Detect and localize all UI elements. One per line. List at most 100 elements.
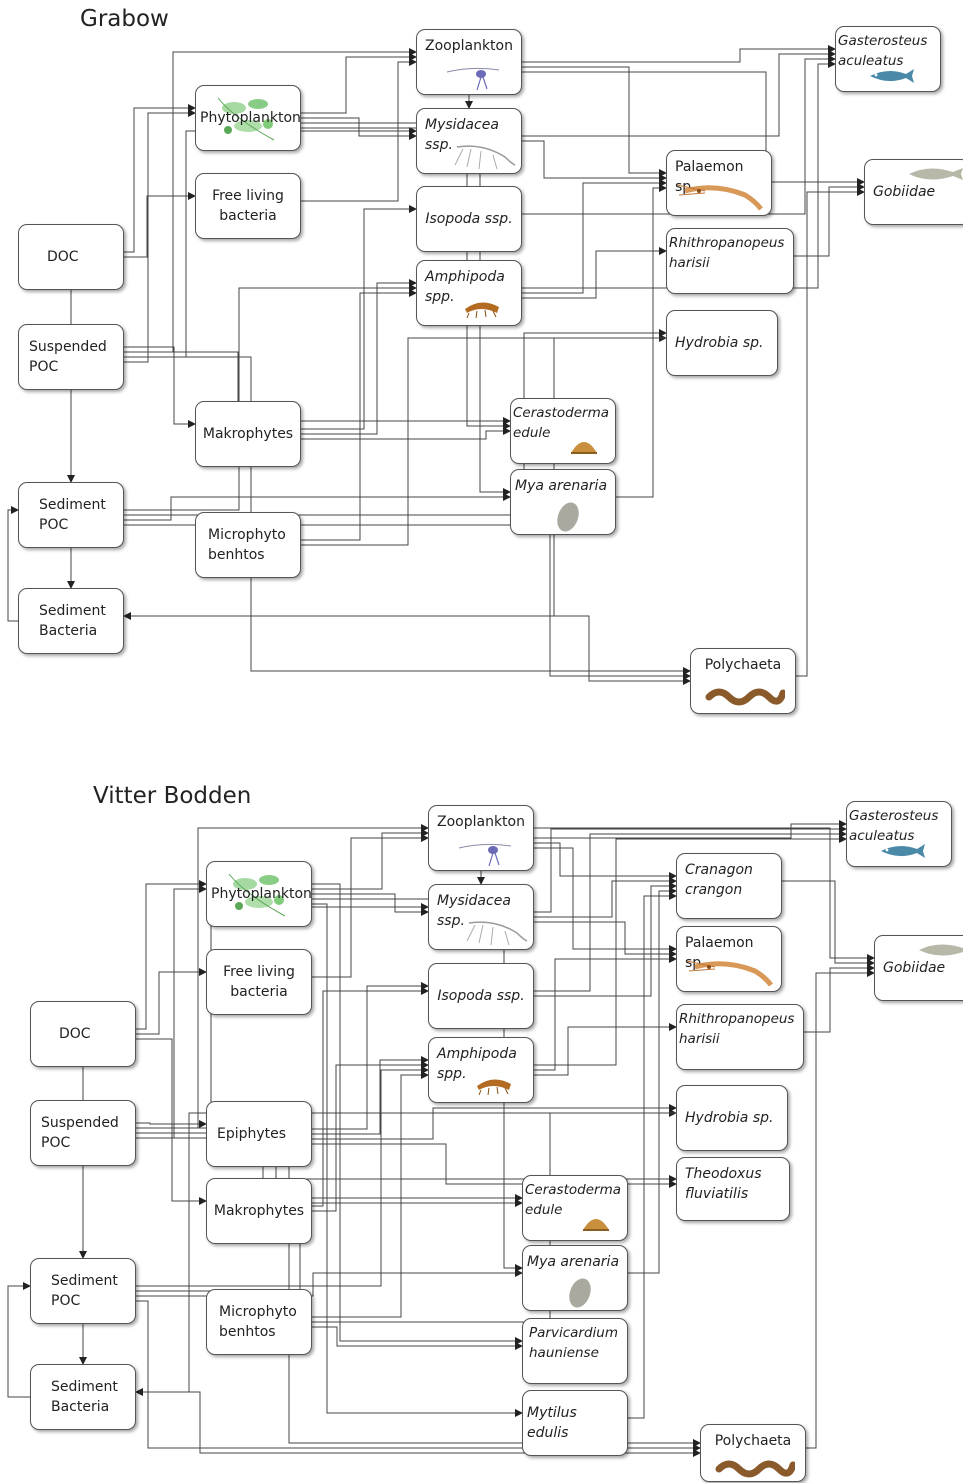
link-isopoda-to-gasterosteus xyxy=(534,830,847,992)
link-sediment_bacteria-to-sediment_poc xyxy=(7,506,19,622)
clam-icon xyxy=(569,1278,591,1308)
node-label: Isopoda ssp. xyxy=(437,988,525,1004)
node-theodoxus[interactable]: Theodoxus fluviatilis xyxy=(676,1157,790,1221)
link-polychaeta-to-gobiidae xyxy=(806,969,875,1449)
node-gobiidae[interactable]: Gobiidae xyxy=(874,935,963,1001)
node-label: Hydrobia sp. xyxy=(685,1110,774,1126)
stickleback-icon xyxy=(870,69,914,83)
node-rhithropanopeus[interactable]: Rhithropanopeus harisii xyxy=(666,228,794,294)
node-microphytobenthos[interactable]: Microphyto benhtos xyxy=(206,1289,312,1355)
node-label: Parvicardium hauniense xyxy=(529,1325,618,1361)
node-mysidacea[interactable]: Mysidacea ssp. xyxy=(416,108,522,174)
node-rhithropanopeus[interactable]: Rhithropanopeus harisii xyxy=(676,1004,804,1070)
node-label: Cranagon crangon xyxy=(685,862,753,898)
link-makrophytes-to-isopoda xyxy=(312,987,429,1207)
goby-icon xyxy=(919,944,963,956)
node-palaemon[interactable]: Palaemon sp. xyxy=(666,150,772,216)
node-gobiidae[interactable]: Gobiidae xyxy=(864,159,963,225)
node-makrophytes[interactable]: Makrophytes xyxy=(195,401,301,467)
node-label: Cerastoderma edule xyxy=(513,405,609,441)
node-gasterosteus[interactable]: Gasterosteus aculeatus xyxy=(835,26,941,92)
node-mytilus[interactable]: Mytilus edulis xyxy=(522,1390,628,1456)
node-sediment-bacteria[interactable]: Sediment Bacteria xyxy=(18,588,124,654)
node-phytoplankton[interactable]: Phytoplankton xyxy=(206,861,312,927)
node-hydrobia[interactable]: Hydrobia sp. xyxy=(666,310,778,376)
link-epiphytes-to-amphipoda xyxy=(312,1056,429,1135)
link-zooplankton-to-gobiidae xyxy=(534,827,875,962)
node-free-living-bacteria[interactable]: Free living bacteria xyxy=(195,173,301,239)
node-label: Amphipoda spp. xyxy=(425,269,505,305)
node-suspended-poc[interactable]: Suspended POC xyxy=(18,324,124,390)
link-free_living_bacteria-to-zooplankton xyxy=(312,834,429,978)
link-suspended_poc-to-makrophytes xyxy=(124,346,196,428)
link-suspended_poc-to-mysidacea xyxy=(124,127,417,358)
link-doc-to-free_living_bacteria xyxy=(124,192,196,258)
node-suspended-poc[interactable]: Suspended POC xyxy=(30,1100,136,1166)
link-amphipoda-to-gasterosteus xyxy=(534,835,847,1066)
node-sediment-bacteria[interactable]: Sediment Bacteria xyxy=(30,1364,136,1430)
node-amphipoda[interactable]: Amphipoda spp. xyxy=(416,260,522,326)
node-isopoda[interactable]: Isopoda ssp. xyxy=(416,186,522,252)
node-zooplankton[interactable]: Zooplankton xyxy=(416,29,522,95)
node-label: Hydrobia sp. xyxy=(675,335,764,351)
node-polychaeta[interactable]: Polychaeta xyxy=(700,1424,806,1482)
link-sediment_poc-to-amphipoda xyxy=(124,284,417,511)
link-zooplankton-to-gobiidae xyxy=(522,71,865,186)
node-sediment-poc[interactable]: Sediment POC xyxy=(30,1258,136,1324)
node-label: Microphyto benhtos xyxy=(219,1304,297,1340)
link-epiphytes-to-isopoda xyxy=(312,982,429,1130)
node-label: DOC xyxy=(47,249,79,265)
node-gasterosteus[interactable]: Gasterosteus aculeatus xyxy=(846,801,952,867)
node-palaemon[interactable]: Palaemon sp. xyxy=(676,926,782,992)
link-microphytobenthos-to-amphipoda xyxy=(301,289,417,541)
node-label: Theodoxus fluviatilis xyxy=(685,1166,762,1202)
node-mya[interactable]: Mya arenaria xyxy=(510,469,616,535)
node-cerastoderma[interactable]: Cerastoderma edule xyxy=(522,1175,628,1241)
shrimp-icon xyxy=(676,184,763,211)
node-crangon[interactable]: Cranagon crangon xyxy=(676,853,782,919)
node-cerastoderma[interactable]: Cerastoderma edule xyxy=(510,398,616,464)
link-phytoplankton-to-zooplankton xyxy=(312,829,429,890)
link-doc-to-phytoplankton xyxy=(136,880,207,1030)
node-label: Rhithropanopeus harisii xyxy=(679,1011,795,1047)
phytoplankton-icon xyxy=(217,97,275,141)
link-sediment_poc-to-mya xyxy=(124,493,511,521)
link-doc-to-free_living_bacteria xyxy=(136,968,207,1035)
node-label: Phytoplankton xyxy=(200,110,301,126)
node-free-living-bacteria[interactable]: Free living bacteria xyxy=(206,949,312,1015)
worm-icon xyxy=(705,688,785,706)
node-sediment-poc[interactable]: Sediment POC xyxy=(18,482,124,548)
node-label: Sediment POC xyxy=(39,497,106,533)
node-hydrobia[interactable]: Hydrobia sp. xyxy=(676,1085,788,1151)
node-isopoda[interactable]: Isopoda ssp. xyxy=(428,963,534,1029)
node-mysidacea[interactable]: Mysidacea ssp. xyxy=(428,884,534,950)
link-sediment_poc-to-amphipoda xyxy=(136,1066,429,1287)
node-label: Sediment POC xyxy=(51,1273,118,1309)
node-label: Suspended POC xyxy=(41,1115,119,1151)
node-label: Zooplankton xyxy=(437,814,525,830)
goby-icon xyxy=(909,168,963,180)
node-makrophytes[interactable]: Makrophytes xyxy=(206,1178,312,1244)
node-parvicardium[interactable]: Parvicardium hauniense xyxy=(522,1318,628,1384)
node-zooplankton[interactable]: Zooplankton xyxy=(428,805,534,871)
mysid-icon xyxy=(466,921,528,946)
link-mysidacea-to-palaemon xyxy=(522,140,667,182)
node-phytoplankton[interactable]: Phytoplankton xyxy=(195,85,301,151)
cockle-icon xyxy=(571,442,597,454)
node-microphytobenthos[interactable]: Microphyto benhtos xyxy=(195,512,301,578)
link-microphytobenthos-to-hydrobia xyxy=(301,334,667,546)
node-amphipoda[interactable]: Amphipoda spp. xyxy=(428,1037,534,1103)
node-polychaeta[interactable]: Polychaeta xyxy=(690,648,796,714)
link-crangon-to-gobiidae xyxy=(782,880,875,967)
node-mya[interactable]: Mya arenaria xyxy=(522,1245,628,1311)
worm-icon xyxy=(715,1460,795,1478)
node-doc[interactable]: DOC xyxy=(30,1001,136,1067)
link-makrophytes-to-amphipoda xyxy=(312,1061,429,1212)
mysid-icon xyxy=(454,145,516,170)
node-label: Polychaeta xyxy=(714,1433,792,1449)
link-rhithropanopeus-to-gobiidae xyxy=(794,183,865,257)
zooplankton-icon xyxy=(446,67,500,91)
node-doc[interactable]: DOC xyxy=(18,224,124,290)
link-amphipoda-to-rhithropanopeus xyxy=(522,247,667,299)
node-epiphytes[interactable]: Epiphytes xyxy=(206,1101,312,1167)
